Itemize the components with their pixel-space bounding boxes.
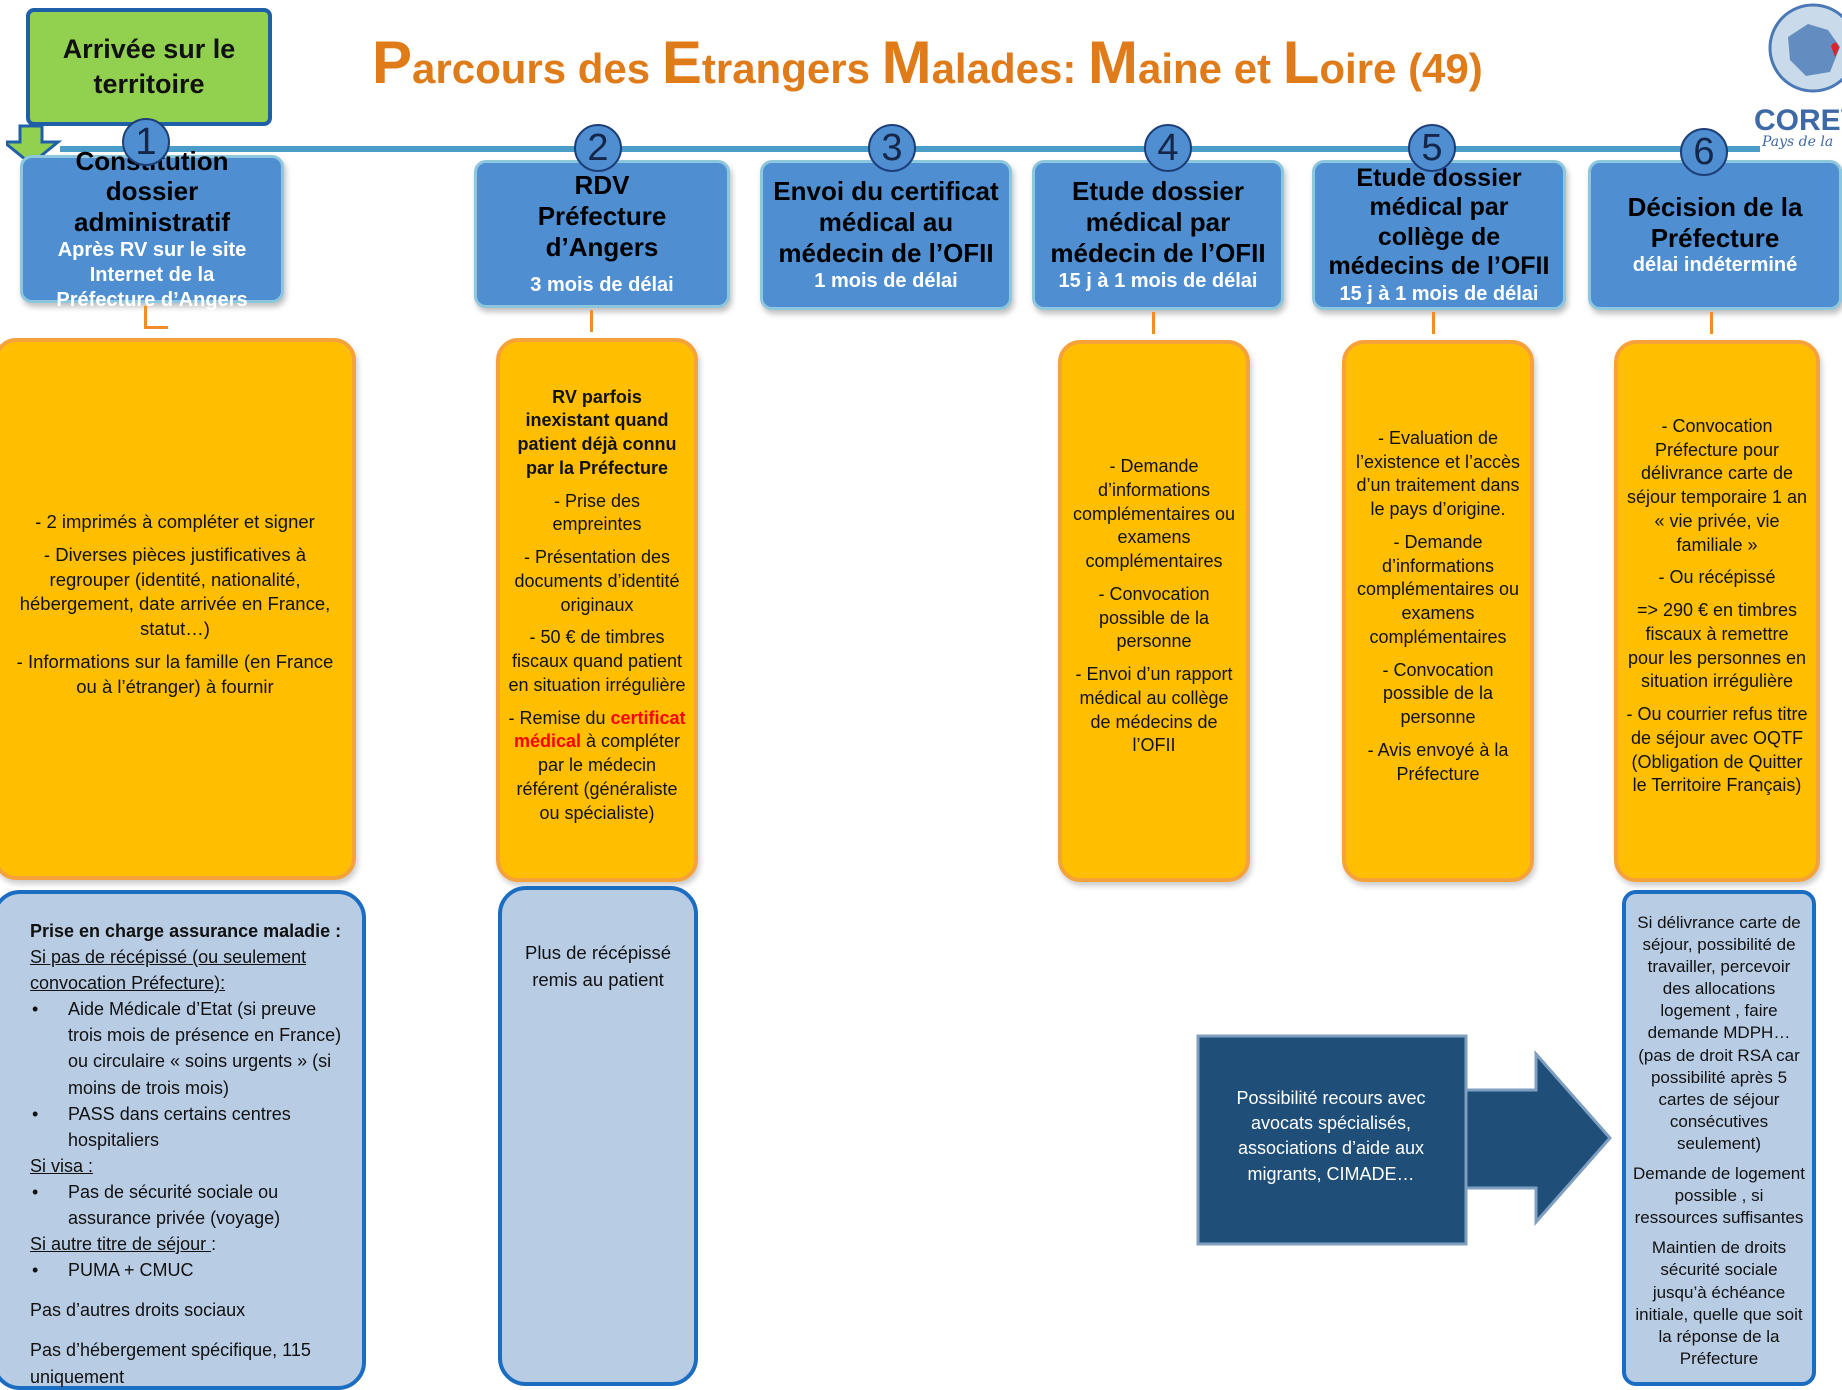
recourse-arrow-shape <box>1196 1034 1612 1246</box>
title-part: Malades: <box>881 29 1088 96</box>
receipt-box: Plus de récépissé remis au patient <box>498 886 698 1386</box>
detail-line: - Informations sur la famille (en France… <box>16 651 334 697</box>
detail-line: - Demande d’informations complémentaires… <box>1356 531 1520 647</box>
insurance-note-1: Pas d’autres droits sociaux <box>30 1300 246 1321</box>
connector-4 <box>1152 312 1155 334</box>
arrival-box: Arrivée sur le territoire <box>26 8 272 126</box>
detail-line: - Demande d’informations complémentaires… <box>1072 456 1236 571</box>
title-part: Loire (49) <box>1282 29 1483 96</box>
recourse-text: Possibilité recours avec avocats spécial… <box>1236 1088 1426 1184</box>
step-subtitle: 15 j à 1 mois de délai <box>1058 269 1258 292</box>
logo-tagline: Pays de la <box>1762 134 1834 150</box>
step-6-details: - Convocation Préfecture pour délivrance… <box>1614 340 1820 882</box>
receipt-text: Plus de récépissé remis au patient <box>524 942 672 990</box>
list-item: Aide Médicale d’Etat (si preuve trois mo… <box>30 996 350 1100</box>
certificat-medical-highlight: certificat médical <box>513 707 686 752</box>
step-2-number: 2 <box>574 124 622 172</box>
detail-line: - Présentation des documents d’identité … <box>514 547 680 615</box>
step-6-number: 6 <box>1680 128 1728 176</box>
step-1-number: 1 <box>122 118 170 166</box>
step-6-header: Décision de la Préfecture délai indéterm… <box>1588 160 1842 310</box>
detail-line: - Ou courrier refus titre de séjour avec… <box>1626 704 1808 796</box>
connector-6 <box>1710 312 1713 334</box>
title-part: Maine et <box>1088 29 1283 96</box>
insurance-case-3: Si autre titre de séjour : <box>30 1234 217 1255</box>
detail-line: - 50 € de timbres fiscaux quand patient … <box>508 627 686 695</box>
step-1-header: Constitution dossier administratif Après… <box>20 146 284 311</box>
logo-text: COREV <box>1754 104 1842 137</box>
step-subtitle: Après RV sur le site Internet de la Préf… <box>56 238 248 311</box>
detail-bold: RV parfois inexistant quand patient déjà… <box>517 386 677 478</box>
insurance-case-1-list: Aide Médicale d’Etat (si preuve trois mo… <box>30 996 350 1153</box>
insurance-heading: Prise en charge assurance maladie : <box>30 921 342 941</box>
outcome-line: Si délivrance carte de séjour, possibili… <box>1637 913 1801 1153</box>
list-item: PASS dans certains centres hospitaliers <box>30 1101 350 1153</box>
detail-line: - Prise des empreintes <box>552 490 642 535</box>
step-1-details: - 2 imprimés à compléter et signer - Div… <box>0 338 356 880</box>
arrival-label: Arrivée sur le territoire <box>62 33 236 99</box>
step-title: Envoi du certificat médical au médecin d… <box>773 176 999 268</box>
step-2-header: RDV Préfecture d’Angers 3 mois de délai <box>474 160 730 308</box>
outcome-line: Demande de logement possible , si ressou… <box>1632 1164 1805 1228</box>
insurance-note-2: Pas d’hébergement spécifique, 115 unique… <box>30 1340 311 1387</box>
step-subtitle: 1 mois de délai <box>814 269 958 292</box>
step-subtitle: délai indéterminé <box>1632 254 1798 277</box>
outcome-line: Maintien de droits sécurité sociale jusq… <box>1635 1238 1803 1368</box>
insurance-case-3-list: PUMA + CMUC <box>30 1257 350 1283</box>
list-item: Pas de sécurité sociale ou assurance pri… <box>30 1179 350 1231</box>
logo-map-icon <box>1768 3 1842 93</box>
detail-line: - Convocation possible de la personne <box>1382 659 1494 728</box>
step-3-number: 3 <box>868 124 916 172</box>
detail-line: - Avis envoyé à la Préfecture <box>1367 739 1509 784</box>
connector-2 <box>590 310 593 332</box>
detail-line: => 290 € en timbres fiscaux à remettre p… <box>1627 600 1807 692</box>
title-part: Etrangers <box>661 29 882 96</box>
detail-line: - Ou récépissé <box>1658 567 1776 588</box>
step-subtitle: 3 mois de délai <box>530 273 674 296</box>
step-title: Etude dossier médical par médecin de l’O… <box>1050 176 1266 268</box>
detail-line: - Convocation possible de la personne <box>1098 583 1210 652</box>
detail-line: - Envoi d’un rapport médical au collège … <box>1075 664 1233 756</box>
step-title: Etude dossier médical par collège de méd… <box>1328 163 1550 281</box>
insurance-case-2-list: Pas de sécurité sociale ou assurance pri… <box>30 1179 350 1231</box>
connector-1h <box>144 326 168 329</box>
detail-line: - Remise du certificat médical à complét… <box>508 707 686 823</box>
list-item: PUMA + CMUC <box>30 1257 350 1283</box>
arrival-down-arrow-icon <box>6 124 63 166</box>
step-5-details: - Evaluation de l’existence et l’accès d… <box>1342 340 1534 882</box>
step-2-details: RV parfois inexistant quand patient déjà… <box>496 338 698 882</box>
step-title: Décision de la Préfecture <box>1627 191 1803 253</box>
insurance-box: Prise en charge assurance maladie : Si p… <box>0 890 366 1390</box>
outcome-box: Si délivrance carte de séjour, possibili… <box>1622 890 1816 1386</box>
insurance-case-1: Si pas de récépissé (ou seulement convoc… <box>30 947 307 994</box>
step-subtitle: 15 j à 1 mois de délai <box>1339 282 1539 305</box>
step-4-details: - Demande d’informations complémentaires… <box>1058 340 1250 882</box>
detail-line: - Convocation Préfecture pour délivrance… <box>1626 415 1808 555</box>
detail-line: - Evaluation de l’existence et l’accès d… <box>1355 427 1521 519</box>
title-part: Parcours des <box>372 29 662 96</box>
detail-line: - 2 imprimés à compléter et signer <box>35 511 315 533</box>
step-5-number: 5 <box>1408 124 1456 172</box>
page-title: Parcours des Etrangers Malades: Maine et… <box>372 28 1532 97</box>
connector-5 <box>1432 312 1435 334</box>
step-4-number: 4 <box>1144 124 1192 172</box>
step-3-header: Envoi du certificat médical au médecin d… <box>760 160 1012 310</box>
step-4-header: Etude dossier médical par médecin de l’O… <box>1032 160 1284 310</box>
connector-1 <box>144 306 147 328</box>
step-5-header: Etude dossier médical par collège de méd… <box>1312 160 1566 310</box>
detail-line: - Diverses pièces justificatives à regro… <box>19 544 331 639</box>
step-title: RDV Préfecture d’Angers <box>537 170 667 262</box>
corevih-logo: COREV Pays de la <box>1748 0 1842 160</box>
insurance-case-2: Si visa : <box>30 1155 94 1176</box>
